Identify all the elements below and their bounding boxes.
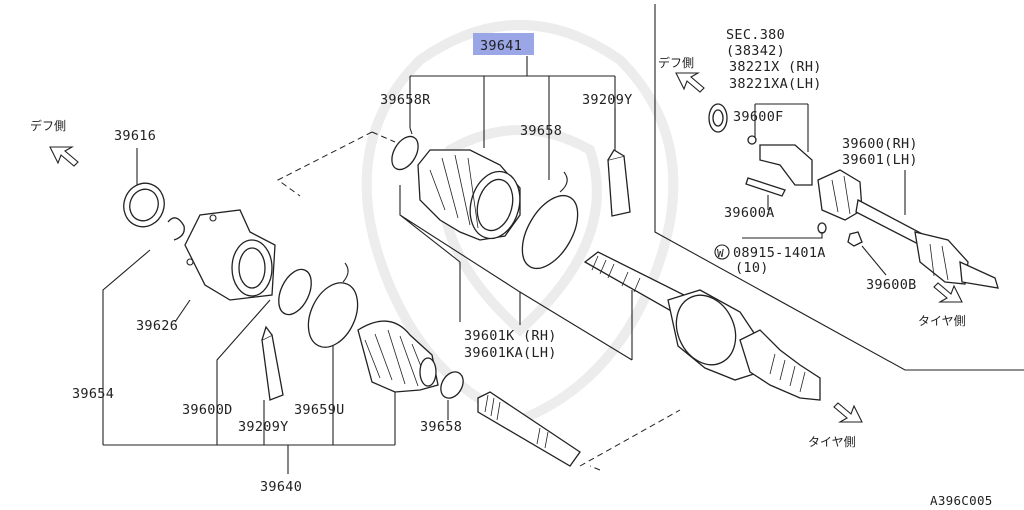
outer-housing-39626-icon xyxy=(174,209,276,323)
clip-39658R-icon xyxy=(391,127,419,171)
boot-lower-icon xyxy=(357,320,439,393)
part-label-08915-1401A[interactable]: 08915-1401A xyxy=(733,245,826,261)
inset-bracket-39600F xyxy=(754,103,809,152)
diff-side-label-inset: デフ側 xyxy=(658,55,694,70)
part-label-38221X[interactable]: 38221X (RH) xyxy=(729,59,822,75)
inset-bolt-39600A-icon xyxy=(745,177,786,210)
part-label-39600B[interactable]: 39600B xyxy=(866,277,917,293)
inset-washer-icon xyxy=(742,222,827,239)
highlight-box[interactable] xyxy=(473,33,534,55)
part-label-38221XA[interactable]: 38221XA(LH) xyxy=(729,76,822,92)
part-label-39640[interactable]: 39640 xyxy=(260,479,302,495)
part-label-39209Y-top[interactable]: 39209Y xyxy=(582,92,633,108)
inset-seal-icon xyxy=(708,103,728,133)
bracket-39641 xyxy=(409,56,616,180)
boot-clip-bottom-icon xyxy=(440,371,464,420)
part-label-39600A[interactable]: 39600A xyxy=(724,205,775,221)
part-label-39600D[interactable]: 39600D xyxy=(182,402,233,418)
bolt-marker-letter: W xyxy=(717,247,724,260)
washer-marker-icon xyxy=(714,244,730,260)
inset-flange-icon xyxy=(747,135,813,186)
part-label-bolt-qty: (10) xyxy=(735,260,769,276)
part-label-39658-bot[interactable]: 39658 xyxy=(420,419,462,435)
part-label-39209Y-bot[interactable]: 39209Y xyxy=(238,419,289,435)
drive-shaft-main-icon xyxy=(583,251,821,401)
part-label-39658-top[interactable]: 39658 xyxy=(520,123,562,139)
part-label-39654[interactable]: 39654 xyxy=(72,386,114,402)
part-label-39626[interactable]: 39626 xyxy=(136,318,178,334)
ring-39600D-icon xyxy=(278,268,312,316)
part-label-39600F[interactable]: 39600F xyxy=(733,109,784,125)
guide-line-upper xyxy=(277,131,396,197)
part-label-39616[interactable]: 39616 xyxy=(114,128,156,144)
arrow-tire-side-inset-icon xyxy=(933,282,963,303)
inset-drive-shaft-icon xyxy=(817,169,999,289)
guide-line-lower xyxy=(579,409,681,471)
boot-band-top-icon xyxy=(521,171,579,269)
part-label-38342[interactable]: (38342) xyxy=(726,43,785,59)
boot-band-39659U-icon xyxy=(307,262,359,348)
arrow-diff-side-icon xyxy=(49,146,79,167)
inner-shaft-bottom-icon xyxy=(477,391,581,467)
diff-side-label-left: デフ側 xyxy=(30,118,66,133)
arrow-diff-side-inset-icon xyxy=(675,72,705,93)
grease-tube-top-icon xyxy=(607,108,631,217)
part-label-39641[interactable]: 39641 xyxy=(480,38,522,54)
part-label-39601LH[interactable]: 39601(LH) xyxy=(842,152,918,168)
arrow-tire-side-main-icon xyxy=(833,402,863,423)
watermark-emblem xyxy=(361,20,679,426)
inset-nut-39600B-icon xyxy=(847,231,887,276)
circlip-icon xyxy=(167,217,185,241)
part-label-39658R[interactable]: 39658R xyxy=(380,92,431,108)
bracket-39601K xyxy=(399,185,633,361)
part-label-39659U[interactable]: 39659U xyxy=(294,402,345,418)
part-label-39601KA[interactable]: 39601KA(LH) xyxy=(464,345,557,361)
tire-side-label-main: タイヤ側 xyxy=(808,435,856,449)
grease-tube-bottom-icon xyxy=(261,325,284,401)
part-label-39600RH[interactable]: 39600(RH) xyxy=(842,136,918,152)
part-label-39601K[interactable]: 39601K (RH) xyxy=(464,328,557,344)
boot-upper-icon xyxy=(417,149,521,241)
snap-ring-39616-icon xyxy=(123,148,165,228)
tire-side-label-inset: タイヤ側 xyxy=(918,314,966,328)
inset-panel-border xyxy=(654,4,1024,371)
figure-code: A396C005 xyxy=(930,493,993,508)
label-sec380[interactable]: SEC.380 xyxy=(726,27,785,43)
